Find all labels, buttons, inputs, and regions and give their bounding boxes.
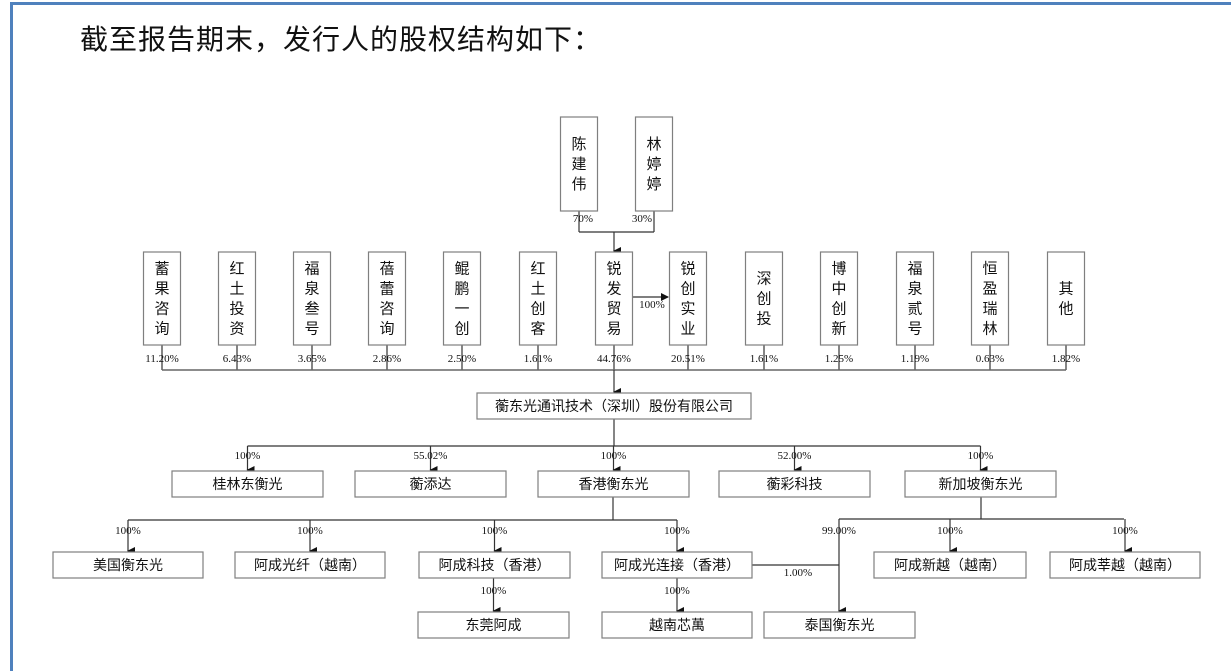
ruifa-to-ruichuang-pct: 100% xyxy=(639,299,665,311)
thai-minor-pct: 1.00% xyxy=(784,567,812,579)
shareholder-pct-9: 1.25% xyxy=(825,353,853,365)
hk-child-1-label: 阿成光纤（越南） xyxy=(254,558,366,574)
shareholder-1-box xyxy=(217,251,257,346)
shareholder-pct-1: 6.43% xyxy=(223,353,251,365)
shareholder-4-box xyxy=(442,251,482,346)
subsidiary-0-label: 桂林东衡光 xyxy=(213,477,283,493)
subsidiary-3-label: 蘅彩科技 xyxy=(767,477,823,493)
shareholder-6-label: 锐发贸易 xyxy=(606,260,621,338)
hk-child-pct-2: 100% xyxy=(482,525,508,537)
grandchild-1-box xyxy=(601,611,753,639)
hk-child-pct-0: 100% xyxy=(115,525,141,537)
sg-child-0-box xyxy=(763,611,916,639)
shareholder-pct-8: 1.61% xyxy=(750,353,778,365)
shareholder-10-box xyxy=(895,251,935,346)
page-frame-top xyxy=(10,2,1231,5)
shareholder-pct-6: 44.76% xyxy=(597,353,631,365)
sg-child-pct-2: 100% xyxy=(1112,525,1138,537)
sg-child-1-box xyxy=(873,551,1027,579)
sg-child-2-box xyxy=(1049,551,1201,579)
shareholder-11-label: 恒盈瑞林 xyxy=(982,260,997,338)
shareholder-9-label: 博中创新 xyxy=(831,260,846,338)
hk-child-2-label: 阿成科技（香港） xyxy=(439,558,551,574)
shareholder-0-label: 蓄果咨询 xyxy=(154,260,169,338)
subsidiary-pct-0: 100% xyxy=(235,450,261,462)
hk-child-1-box xyxy=(234,551,386,579)
subsidiary-0-box xyxy=(171,470,324,498)
subsidiary-3-box xyxy=(718,470,871,498)
grandchild-pct-1: 100% xyxy=(664,585,690,597)
shareholder-6-box xyxy=(594,251,634,346)
shareholder-3-label: 蓓蕾咨询 xyxy=(379,260,394,338)
hk-child-pct-3: 100% xyxy=(664,525,690,537)
hk-child-0-box xyxy=(52,551,204,579)
subsidiary-4-box xyxy=(904,470,1057,498)
company-label: 蘅东光通讯技术（深圳）股份有限公司 xyxy=(495,399,733,415)
page-title: 截至报告期末，发行人的股权结构如下： xyxy=(80,23,603,56)
shareholder-pct-7: 20.51% xyxy=(671,353,705,365)
shareholder-0-box xyxy=(142,251,182,346)
shareholder-5-box xyxy=(518,251,558,346)
top-holder-0-box xyxy=(559,116,599,212)
subsidiary-4-label: 新加坡衡东光 xyxy=(939,477,1023,493)
subsidiary-pct-4: 100% xyxy=(968,450,994,462)
top-holder-1-box xyxy=(634,116,674,212)
shareholder-pct-11: 0.63% xyxy=(976,353,1004,365)
shareholder-pct-10: 1.19% xyxy=(901,353,929,365)
shareholder-12-box xyxy=(1046,251,1086,346)
subsidiary-1-label: 蘅添达 xyxy=(410,477,452,493)
subsidiary-2-box xyxy=(537,470,690,498)
shareholder-10-label: 福泉贰号 xyxy=(907,260,922,338)
hk-child-2-box xyxy=(418,551,571,579)
shareholder-9-box xyxy=(819,251,859,346)
grandchild-pct-0: 100% xyxy=(481,585,507,597)
shareholder-7-box xyxy=(668,251,708,346)
shareholder-pct-3: 2.86% xyxy=(373,353,401,365)
shareholder-pct-4: 2.50% xyxy=(448,353,476,365)
page-frame-left xyxy=(10,2,13,671)
shareholder-4-label: 鲲鹏一创 xyxy=(454,260,469,338)
shareholder-12-label: 其他 xyxy=(1058,280,1073,318)
shareholder-pct-5: 1.61% xyxy=(524,353,552,365)
subsidiary-2-label: 香港衡东光 xyxy=(579,477,649,493)
subsidiary-1-box xyxy=(354,470,507,498)
company-box xyxy=(476,392,752,420)
shareholder-2-label: 福泉叁号 xyxy=(304,260,319,338)
hk-child-3-box xyxy=(601,551,753,579)
subsidiary-pct-3: 52.00% xyxy=(778,450,812,462)
shareholder-pct-2: 3.65% xyxy=(298,353,326,365)
subsidiary-pct-1: 55.02% xyxy=(414,450,448,462)
sg-child-2-label: 阿成莘越（越南） xyxy=(1069,557,1181,574)
shareholder-8-box xyxy=(744,251,784,346)
hk-child-3-label: 阿成光连接（香港） xyxy=(614,557,740,574)
shareholder-8-label: 深创投 xyxy=(756,270,771,328)
sg-child-0-label: 泰国衡东光 xyxy=(805,618,875,634)
grandchild-0-label: 东莞阿成 xyxy=(466,618,522,634)
sg-child-1-label: 阿成新越（越南） xyxy=(894,558,1006,574)
top-holder-1-label: 林婷婷 xyxy=(646,135,661,193)
grandchild-0-box xyxy=(417,611,570,639)
shareholder-3-box xyxy=(367,251,407,346)
shareholder-5-label: 红土创客 xyxy=(530,260,545,338)
sg-child-pct-1: 100% xyxy=(937,525,963,537)
shareholder-pct-0: 11.20% xyxy=(145,353,179,365)
top-holder-pct-1: 30% xyxy=(632,213,652,225)
sg-child-pct-0: 99.00% xyxy=(822,525,856,537)
hk-child-0-label: 美国衡东光 xyxy=(93,558,163,574)
grandchild-1-label: 越南芯萬 xyxy=(649,618,705,634)
hk-child-pct-1: 100% xyxy=(297,525,323,537)
shareholder-11-box xyxy=(970,251,1010,346)
shareholder-1-label: 红土投资 xyxy=(229,260,244,338)
top-holder-0-label: 陈建伟 xyxy=(571,135,586,193)
shareholder-7-label: 锐创实业 xyxy=(680,260,695,338)
subsidiary-pct-2: 100% xyxy=(601,450,627,462)
shareholder-2-box xyxy=(292,251,332,346)
top-holder-pct-0: 70% xyxy=(573,213,593,225)
shareholder-pct-12: 1.82% xyxy=(1052,353,1080,365)
